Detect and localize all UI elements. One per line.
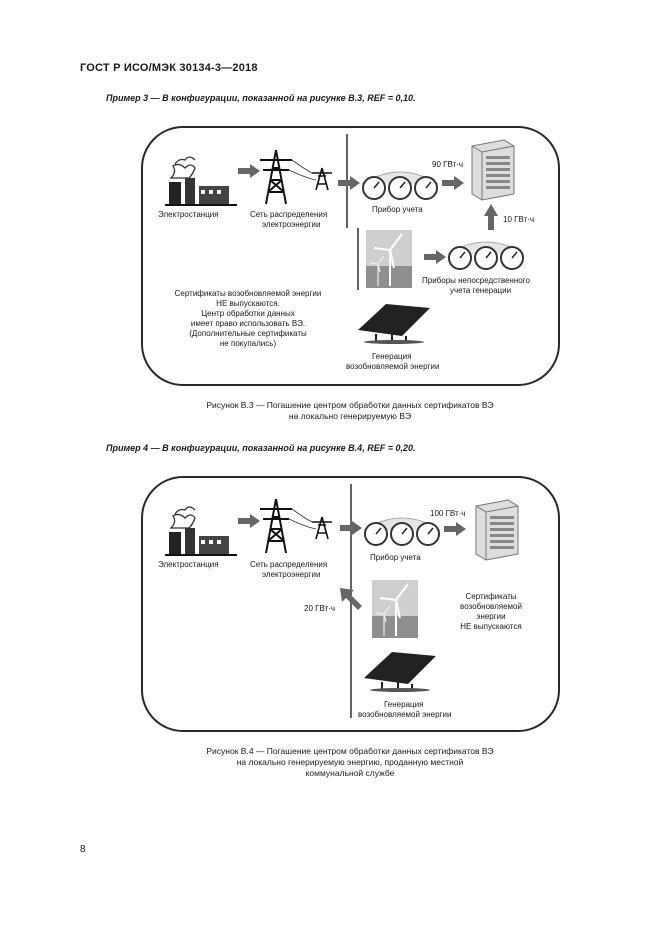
- transmission-tower-icon: [260, 149, 332, 205]
- solar-panel-icon: [364, 652, 436, 692]
- power-plant-icon: [165, 156, 237, 206]
- data-center-server-icon: [471, 139, 515, 201]
- arrow-right-icon: [444, 522, 466, 536]
- figure-b4-caption: Рисунок В.4 — Погашение центром обработк…: [150, 746, 550, 779]
- renewable-energy-value: 20 ГВт·ч: [304, 604, 336, 613]
- meter-label: Прибор учета: [372, 205, 423, 214]
- note-line: НЕ выпускаются: [460, 622, 522, 631]
- wind-turbine-icon: [366, 230, 412, 288]
- certificates-note: Сертификаты возобновляемой энергии НЕ вы…: [162, 289, 334, 349]
- arrow-up-icon: [484, 204, 498, 230]
- grid-label-line1: Сеть распределения: [250, 210, 328, 219]
- power-plant-label: Электростанция: [158, 210, 219, 219]
- example-4-heading: Пример 4 — В конфигурации, показанной на…: [106, 443, 416, 453]
- note-line: Сертификаты: [465, 592, 517, 601]
- meter-label: Прибор учета: [370, 553, 421, 562]
- arrow-right-icon: [338, 176, 360, 190]
- note-line: Центр обработки данных: [201, 309, 295, 318]
- page-number: 8: [80, 844, 86, 855]
- renewable-label-line1: Генерация: [372, 352, 412, 361]
- arrow-right-icon: [442, 176, 464, 190]
- document-header: ГОСТ Р ИСО/МЭК 30134-3—2018: [80, 62, 258, 74]
- gen-meters-label-line1: Приборы непосредственного: [422, 276, 530, 285]
- renewable-label-line2: возобновляемой энергии: [346, 362, 440, 371]
- figure-b3-caption: Рисунок В.3 — Погашение центром обработк…: [150, 400, 550, 422]
- data-center-server-icon: [475, 499, 519, 561]
- renewable-label-line2: возобновляемой энергии: [358, 710, 452, 719]
- note-line: Сертификаты возобновляемой энергии: [174, 289, 322, 298]
- arrow-right-icon: [340, 521, 362, 535]
- grid-energy-value: 100 ГВт·ч: [430, 509, 466, 518]
- transmission-tower-icon: [260, 498, 332, 554]
- renewable-label-line1: Генерация: [384, 700, 424, 709]
- note-line: (Дополнительные сертификаты: [189, 329, 307, 338]
- power-plant-label: Электростанция: [158, 560, 219, 569]
- note-line: имеет право использовать ВЭ.: [190, 319, 306, 328]
- note-line: энергии: [476, 612, 506, 621]
- grid-label-line2: электроэнергии: [262, 570, 321, 579]
- note-line: НЕ выпускаются.: [216, 299, 280, 308]
- example-3-heading: Пример 3 — В конфигурации, показанной на…: [106, 93, 416, 103]
- solar-panel-icon: [358, 304, 430, 344]
- certificates-note: Сертификаты возобновляемой энергии НЕ вы…: [446, 592, 536, 632]
- power-plant-icon: [165, 506, 237, 556]
- gen-meters-label-line2: учета генерации: [450, 286, 512, 295]
- arrow-right-icon: [238, 164, 260, 178]
- arrow-right-icon: [238, 514, 260, 528]
- caption-line: на локально генерируемую энергию, продан…: [236, 757, 464, 767]
- wind-turbine-icon: [372, 580, 418, 638]
- caption-line: Рисунок В.4 — Погашение центром обработк…: [206, 746, 494, 756]
- grid-label-line2: электроэнергии: [262, 220, 321, 229]
- caption-line: на локально генерируемую ВЭ: [288, 411, 412, 421]
- note-line: возобновляемой: [460, 602, 522, 611]
- grid-energy-value: 90 ГВт·ч: [432, 160, 464, 169]
- generation-meter-icon: [447, 241, 525, 270]
- energy-meter-icon: [361, 171, 439, 200]
- energy-meter-icon: [363, 517, 441, 546]
- caption-line: Рисунок В.3 — Погашение центром обработк…: [206, 400, 494, 410]
- note-line: не покупались): [219, 339, 277, 348]
- renewable-energy-value: 10 ГВт·ч: [503, 215, 535, 224]
- grid-label-line1: Сеть распределения: [250, 560, 328, 569]
- caption-line: коммунальной службе: [305, 768, 395, 778]
- arrow-right-icon: [424, 250, 446, 264]
- arrow-diagonal-icon: [340, 588, 362, 610]
